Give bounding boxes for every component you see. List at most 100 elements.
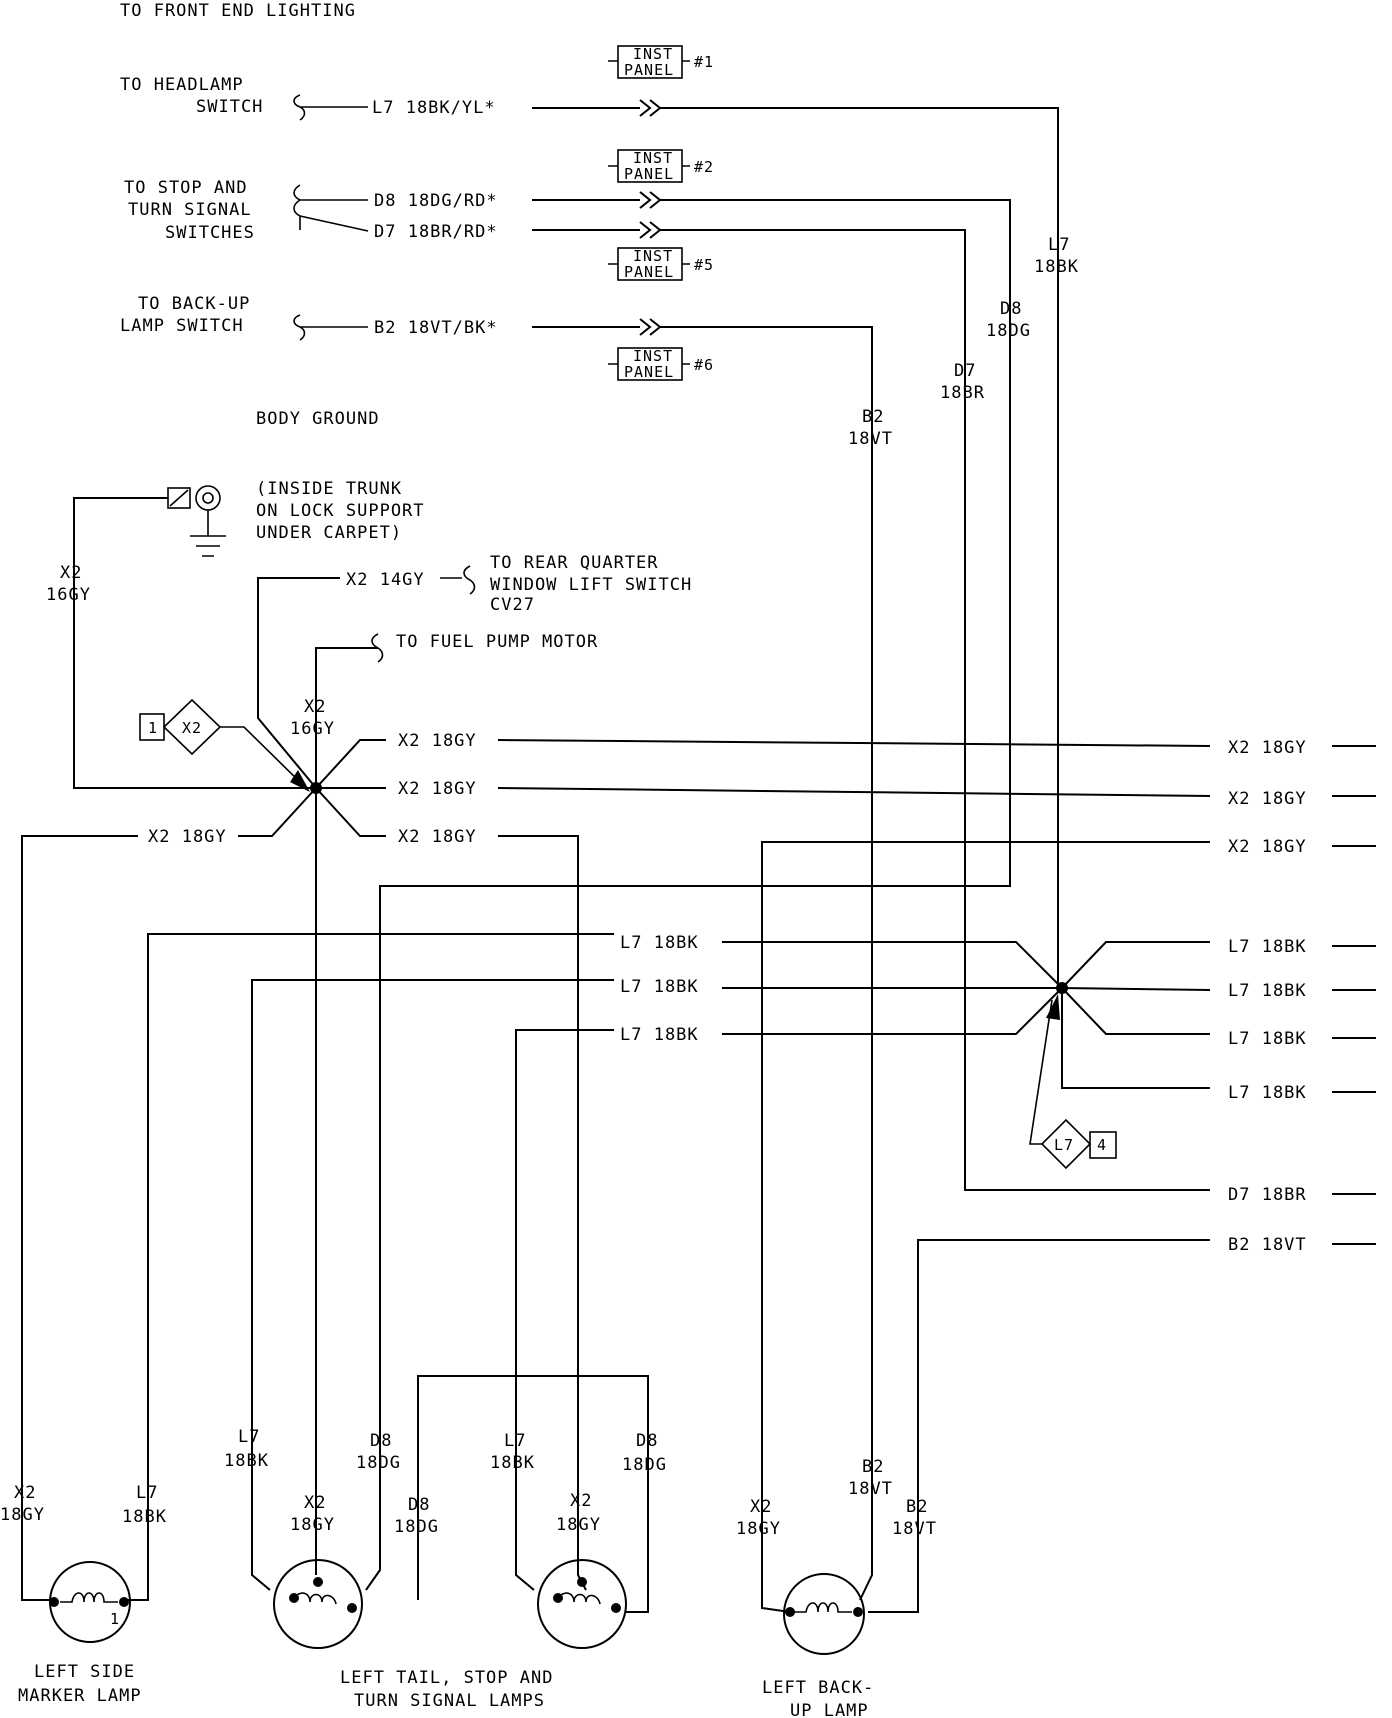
fuel-connector-symbol	[371, 633, 384, 663]
inst-panel-ref-6: INST PANEL #6	[608, 347, 714, 381]
label-d8-18dg-tail-b-2: 18DG	[394, 1517, 439, 1537]
label-d8-18dg-tail-c-2: 18DG	[622, 1455, 667, 1475]
svg-text:L7 18BK: L7 18BK	[1228, 1083, 1307, 1103]
svg-text:D7 18BR: D7 18BR	[1228, 1185, 1307, 1205]
svg-text:1: 1	[148, 719, 158, 737]
svg-text:L7 18BK: L7 18BK	[1228, 1029, 1307, 1049]
label-x2-16gy-fuel-1: X2	[304, 697, 326, 717]
marker-lamp-caption-1: LEFT SIDE	[34, 1662, 135, 1682]
label-l7-18bk-tail-a-1: L7	[238, 1427, 260, 1447]
wire-x2-output-1	[497, 739, 1211, 747]
svg-text:4: 4	[1097, 1136, 1107, 1154]
svg-text:1: 1	[110, 1610, 120, 1628]
stop-turn-label-3: SWITCHES	[165, 223, 255, 243]
tail-lamps-caption-1: LEFT TAIL, STOP AND	[340, 1668, 553, 1688]
label-x2-18gy-lower: X2 18GY	[398, 827, 477, 847]
label-x2-18gy-marker-2: 18GY	[0, 1505, 45, 1525]
svg-text:PANEL: PANEL	[624, 165, 674, 183]
backup-switch-label-1: TO BACK-UP	[138, 294, 250, 314]
svg-text:INST: INST	[633, 247, 673, 265]
inst-panel-ref-1: INST PANEL #1	[608, 45, 714, 79]
wire-l7-to-tail-lamp-2	[515, 1029, 614, 1591]
x2-splice-marker: 1 X2	[139, 698, 310, 792]
svg-text:L7 18BK: L7 18BK	[1228, 937, 1307, 957]
label-d8-18dg-riser-2: 18DG	[986, 321, 1031, 341]
right-edge-leads	[1332, 745, 1376, 1245]
svg-text:#6: #6	[694, 356, 714, 374]
ground-location-2: ON LOCK SUPPORT	[256, 501, 425, 521]
wire-l7-main-feed	[660, 107, 1059, 988]
label-x2-18gy-marker-1: X2	[14, 1483, 36, 1503]
label-x2-18gy-backup-1: X2	[750, 1497, 772, 1517]
svg-text:X2 18GY: X2 18GY	[1228, 789, 1307, 809]
wire-d8-main-feed	[365, 199, 1011, 1591]
label-l7-18bk-tail-b-1: L7	[504, 1431, 526, 1451]
svg-text:X2 18GY: X2 18GY	[1228, 837, 1307, 857]
label-d8-18dg-tail-a-2: 18DG	[356, 1453, 401, 1473]
svg-text:INST: INST	[633, 347, 673, 365]
backup-switch-label-2: LAMP SWITCH	[120, 316, 244, 336]
label-d7-18br-riser-2: 18BR	[940, 383, 985, 403]
label-b2-18vt-backup-b-2: 18VT	[892, 1519, 937, 1539]
tail-lamps-caption-2: TURN SIGNAL LAMPS	[354, 1691, 545, 1711]
body-ground-title: BODY GROUND	[256, 409, 380, 429]
fuel-pump-label: TO FUEL PUMP MOTOR	[396, 632, 598, 652]
stop-turn-label-1: TO STOP AND	[124, 178, 248, 198]
tail-lamp-a-symbol	[273, 1559, 363, 1649]
wire-label-d7-18br-rd: D7 18BR/RD*	[374, 222, 498, 242]
stop-turn-connector-symbol	[293, 184, 369, 232]
backup-lamp-caption-2: UP LAMP	[790, 1701, 869, 1718]
svg-text:B2 18VT: B2 18VT	[1228, 1235, 1307, 1255]
label-d7-18br-riser-1: D7	[954, 361, 976, 381]
label-x2-18gy-middle: X2 18GY	[398, 779, 477, 799]
marker-lamp-symbol: 1	[49, 1561, 131, 1643]
wire-label-l7-18bk-yl: L7 18BK/YL*	[372, 98, 496, 118]
ground-location-3: UNDER CARPET)	[256, 523, 402, 543]
label-x2-16gy-ground-1: X2	[60, 563, 82, 583]
headlamp-switch-label-2: SWITCH	[196, 97, 263, 117]
label-l7-18bk-tail-a-2: 18BK	[224, 1451, 269, 1471]
svg-text:PANEL: PANEL	[624, 61, 674, 79]
wire-label-b2-18vt-bk: B2 18VT/BK*	[374, 318, 498, 338]
inst-panel-ref-5: INST PANEL #5	[608, 247, 714, 281]
label-l7-18bk-riser-2: 18BK	[1034, 257, 1079, 277]
svg-text:L7: L7	[1054, 1136, 1074, 1154]
svg-text:#1: #1	[694, 53, 714, 71]
label-d8-18dg-tail-a-1: D8	[370, 1431, 392, 1451]
connector-chevrons	[639, 99, 662, 336]
window-connector-symbol	[440, 565, 476, 595]
label-b2-18vt-riser-2: 18VT	[848, 429, 893, 449]
front-end-lighting-label: TO FRONT END LIGHTING	[120, 1, 356, 21]
wire-d7-main-feed	[660, 229, 1210, 1191]
label-d8-18dg-tail-b-1: D8	[408, 1495, 430, 1515]
label-b2-18vt-backup-a-2: 18VT	[848, 1479, 893, 1499]
label-l7-18bk-marker-1: L7	[136, 1483, 158, 1503]
label-d8-18dg-riser-1: D8	[1000, 299, 1022, 319]
window-lift-label-1: TO REAR QUARTER	[490, 553, 659, 573]
l7-splice-marker: L7 4	[1029, 994, 1117, 1170]
stop-turn-label-2: TURN SIGNAL	[128, 200, 252, 220]
svg-text:INST: INST	[633, 149, 673, 167]
wire-x2-output-2	[497, 787, 1211, 797]
wire-x2-to-backup-lamp	[761, 841, 1210, 1613]
wire-x2-to-tail-lamp	[498, 835, 587, 1591]
svg-text:#5: #5	[694, 256, 714, 274]
svg-text:INST: INST	[633, 45, 673, 63]
label-b2-18vt-riser-1: B2	[862, 407, 884, 427]
label-x2-14gy-window: X2 14GY	[346, 570, 425, 590]
backup-lamp-symbol	[783, 1573, 865, 1655]
wire-label-d8-18dg-rd: D8 18DG/RD*	[374, 191, 498, 211]
label-l7-18bk-marker-2: 18BK	[122, 1507, 167, 1527]
svg-text:PANEL: PANEL	[624, 263, 674, 281]
wire-b2-return-line	[868, 1239, 1210, 1613]
headlamp-switch-label-1: TO HEADLAMP	[120, 75, 244, 95]
label-l7-18bk-left-3: L7 18BK	[620, 1025, 699, 1045]
x2-splice-spokes	[238, 739, 386, 1575]
wire-d8-tail-bridge	[417, 1375, 649, 1613]
label-d8-18dg-tail-c-1: D8	[636, 1431, 658, 1451]
label-x2-18gy-backup-2: 18GY	[736, 1519, 781, 1539]
l7-splice-spokes	[722, 941, 1211, 1089]
label-b2-18vt-backup-a-1: B2	[862, 1457, 884, 1477]
label-x2-18gy-tail-a-2: 18GY	[290, 1515, 335, 1535]
wire-x2-window-branch	[257, 577, 340, 789]
